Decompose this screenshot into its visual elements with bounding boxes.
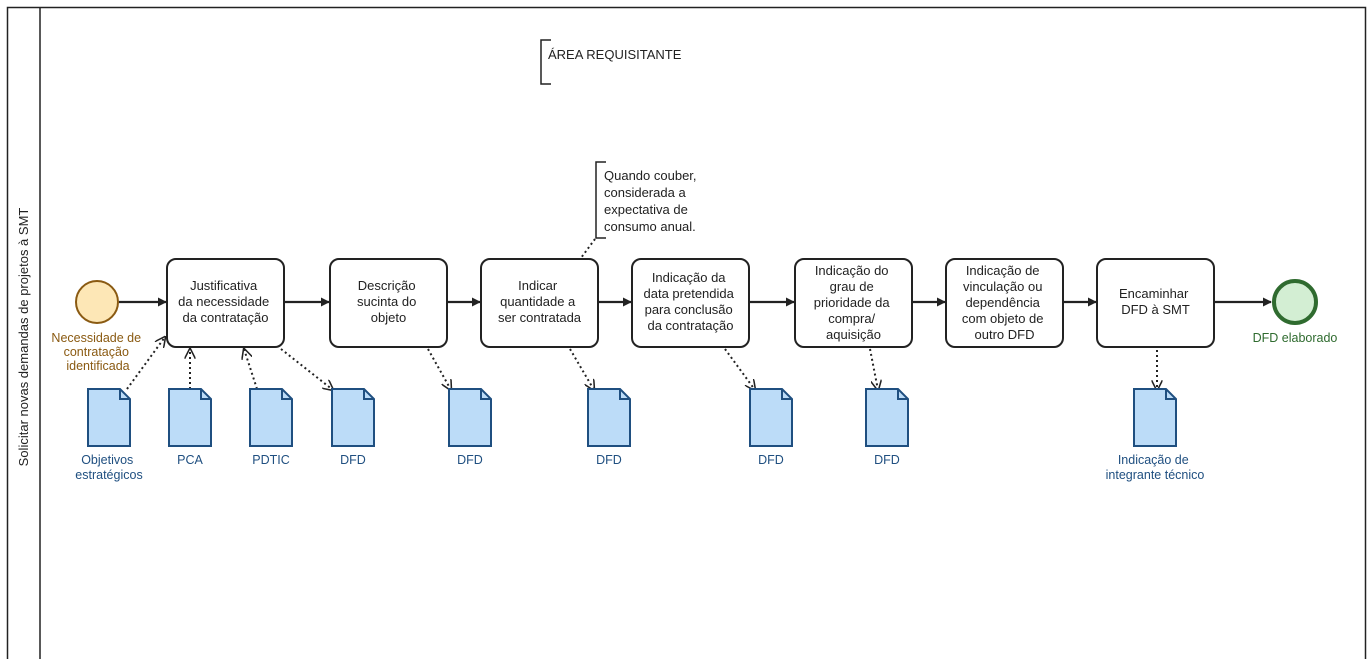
task-descricao[interactable]: Descrição sucinta do objeto — [329, 258, 448, 348]
task-label: Justificativa da necessidade da contrata… — [178, 278, 273, 325]
assoc-pdtic — [244, 349, 258, 390]
data-object-dfd4[interactable]: DFD — [749, 388, 793, 467]
task-label: Indicar quantidade a ser contratada — [498, 278, 582, 325]
end-event-label: DFD elaborado — [1253, 331, 1338, 345]
data-object-label: PDTIC — [252, 453, 290, 467]
task-label: Indicação do grau de prioridade da compr… — [814, 263, 894, 342]
data-object-dfd3[interactable]: DFD — [587, 388, 631, 467]
lane-label: Solicitar novas demandas de projetos à S… — [16, 208, 31, 467]
data-object-integrante[interactable]: Indicação de integrante técnico — [1106, 388, 1205, 482]
assoc-dfd3 — [569, 348, 594, 390]
task-quantidade[interactable]: Indicar quantidade a ser contratada — [480, 258, 599, 348]
data-object-dfd2[interactable]: DFD — [448, 388, 492, 467]
data-object-label: Objetivos estratégicos — [75, 453, 142, 482]
end-event: DFD elaborado — [1253, 279, 1338, 345]
assoc-objetivos — [126, 337, 165, 390]
data-object-label: DFD — [758, 453, 784, 467]
data-object-label: DFD — [874, 453, 900, 467]
assoc-dfd5 — [869, 348, 878, 390]
assoc-dfd4 — [724, 348, 755, 390]
data-object-pdtic[interactable]: PDTIC — [249, 388, 293, 467]
data-object-label: Indicação de integrante técnico — [1106, 453, 1205, 482]
area-annotation-text: ÁREA REQUISITANTE — [548, 47, 682, 62]
data-object-pca[interactable]: PCA — [168, 388, 212, 467]
start-event: Necessidade de contratação identificada — [51, 280, 144, 373]
data-object-label: DFD — [457, 453, 483, 467]
quantity-annotation-text: Quando couber, considerada a expectativa… — [604, 168, 700, 234]
task-label: Encaminhar DFD à SMT — [1119, 286, 1192, 317]
data-object-dfd1[interactable]: DFD — [331, 388, 375, 467]
start-event-label: Necessidade de contratação identificada — [51, 331, 144, 373]
data-object-label: DFD — [596, 453, 622, 467]
task-vinculacao[interactable]: Indicação de vinculação ou dependência c… — [945, 258, 1064, 348]
task-prioridade[interactable]: Indicação do grau de prioridade da compr… — [794, 258, 913, 348]
start-event-circle — [75, 280, 119, 324]
data-associations — [126, 337, 1157, 390]
end-event-circle — [1272, 279, 1318, 325]
task-justificativa[interactable]: Justificativa da necessidade da contrata… — [166, 258, 285, 348]
data-object-label: DFD — [340, 453, 366, 467]
data-object-label: PCA — [177, 453, 203, 467]
task-data[interactable]: Indicação da data pretendida para conclu… — [631, 258, 750, 348]
task-label: Indicação da data pretendida para conclu… — [644, 270, 738, 333]
data-object-objetivos[interactable]: Objetivos estratégicos — [75, 388, 143, 482]
data-object-dfd5[interactable]: DFD — [865, 388, 909, 467]
quantity-annotation: Quando couber, considerada a expectativa… — [577, 161, 700, 263]
assoc-dfd1 — [280, 348, 333, 390]
assoc-dfd2 — [427, 348, 451, 390]
area-annotation: ÁREA REQUISITANTE — [540, 39, 682, 85]
task-encaminhar[interactable]: Encaminhar DFD à SMT — [1096, 258, 1215, 348]
task-label: Indicação de vinculação ou dependência c… — [962, 263, 1047, 342]
task-label: Descrição sucinta do objeto — [357, 278, 420, 325]
pool-border — [6, 6, 1367, 659]
